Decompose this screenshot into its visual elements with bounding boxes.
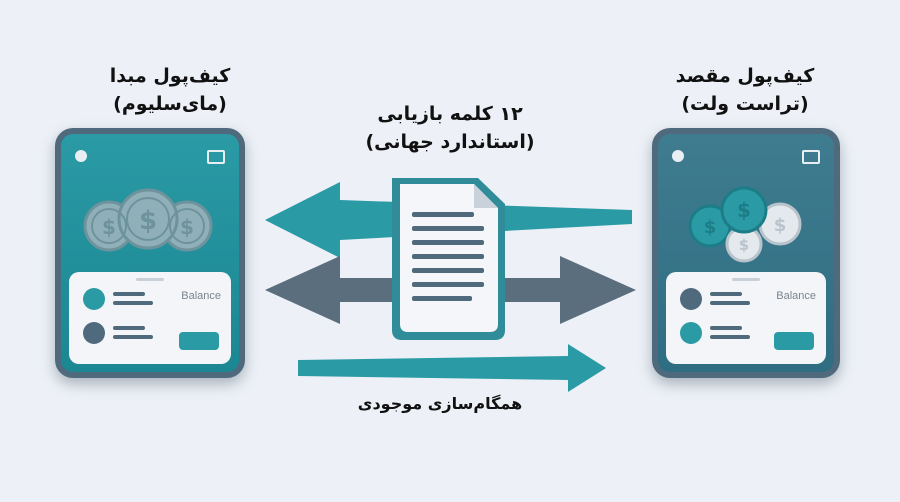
balance-label: Balance [776, 290, 816, 302]
camera-dot [75, 150, 87, 162]
balance-card: Balance [69, 272, 231, 364]
avatar [680, 288, 702, 310]
camera-dot [672, 150, 684, 162]
line [710, 335, 750, 339]
recovery-phrase-title-line2: (استاندارد جهانی) [365, 131, 535, 153]
card-grip [136, 278, 164, 281]
recovery-phrase-title-line1: ۱۲ کلمه بازیابی [377, 103, 523, 125]
svg-text:$: $ [739, 236, 749, 254]
avatar [83, 322, 105, 344]
line [113, 335, 153, 339]
balance-label: Balance [181, 290, 221, 302]
line [710, 292, 742, 296]
source-wallet-title-line2: (مای‌سلیوم) [113, 93, 227, 115]
sync-label: همگام‌سازی موجودی [357, 394, 523, 413]
card-grip [732, 278, 760, 281]
svg-text:$: $ [139, 206, 157, 236]
source-wallet-title: کیف‌پول مبدا (مای‌سلیوم) [55, 62, 285, 118]
line [113, 292, 145, 296]
coin-stack-icon: $ $ $ $ [688, 186, 802, 263]
balance-card: Balance [666, 272, 826, 364]
source-wallet-title-line1: کیف‌پول مبدا [109, 65, 231, 87]
svg-text:$: $ [180, 215, 194, 239]
svg-text:$: $ [774, 215, 787, 236]
coin-stack-icon: $ $ $ [83, 188, 213, 252]
svg-text:$: $ [102, 215, 116, 239]
destination-wallet-title-line2: (تراست ولت) [681, 93, 809, 115]
source-wallet-phone: $ $ $ Balance [55, 128, 245, 378]
svg-text:$: $ [737, 198, 751, 222]
line [710, 326, 742, 330]
line [113, 301, 153, 305]
wallet-icon [802, 150, 820, 164]
destination-wallet-title-line1: کیف‌پول مقصد [675, 65, 815, 87]
action-button[interactable] [774, 332, 814, 350]
wallet-icon [207, 150, 225, 164]
line [113, 326, 145, 330]
arrow-right-teal [298, 344, 606, 392]
line [710, 301, 750, 305]
action-button[interactable] [179, 332, 219, 350]
svg-text:$: $ [704, 217, 717, 238]
avatar [83, 288, 105, 310]
destination-wallet-phone: $ $ $ $ Balance [652, 128, 840, 378]
avatar [680, 322, 702, 344]
destination-wallet-title: کیف‌پول مقصد (تراست ولت) [615, 62, 875, 118]
document-icon [392, 178, 505, 340]
recovery-phrase-title: ۱۲ کلمه بازیابی (استاندارد جهانی) [330, 100, 570, 156]
